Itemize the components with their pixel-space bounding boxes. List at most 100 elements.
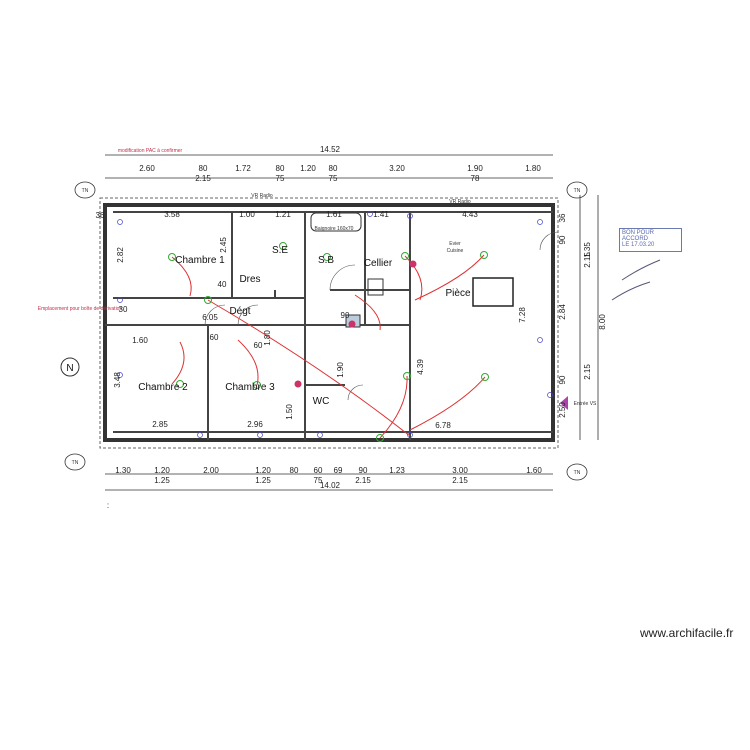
top-dimension: 75	[329, 174, 338, 183]
stray-mark: :	[107, 501, 109, 510]
top-dimension: 1.72	[235, 164, 251, 173]
outlet-icon	[547, 392, 553, 398]
pac-note: modification PAC à confirmer	[118, 148, 183, 154]
socket-icon	[294, 380, 302, 388]
interior-dimension: 1.61	[326, 210, 342, 219]
interior-dimension: 1.50	[285, 404, 294, 420]
top-dimension: 1.80	[525, 164, 541, 173]
bottom-dimension: 1.60	[526, 466, 542, 475]
bottom-dimension: 90	[359, 466, 368, 475]
light-point-icon	[481, 373, 489, 381]
light-point-icon	[401, 252, 409, 260]
axis-label: TN	[574, 470, 581, 476]
outlet-icon	[537, 337, 543, 343]
boiler	[367, 278, 384, 296]
interior-dimension: 6.78	[435, 421, 451, 430]
outer-wall	[103, 203, 555, 442]
bottom-dimension: 2.15	[452, 476, 468, 485]
door-swing	[204, 304, 226, 326]
electric-wire	[171, 256, 192, 297]
stamp-date: LE 17.03.20	[622, 242, 655, 248]
electric-wire	[404, 255, 423, 301]
right-dimension: 2.84	[558, 304, 567, 320]
room-label: WC	[313, 396, 330, 407]
room-label: Chambre 2	[138, 382, 188, 393]
plan-note: VR Radio	[449, 199, 471, 205]
interior-dimension: 36	[96, 211, 105, 220]
interior-dimension: 1.00	[239, 210, 255, 219]
socket-icon	[348, 320, 356, 328]
light-point-icon	[204, 296, 212, 304]
right-dimension: 36	[558, 213, 567, 222]
electric-wire	[379, 375, 408, 439]
axis-marker	[64, 453, 86, 471]
outlet-icon	[197, 432, 203, 438]
plan-note: Cuisine	[447, 248, 464, 254]
electric-wire	[354, 294, 381, 331]
axis-label: TN	[574, 188, 581, 194]
outlet-icon	[117, 297, 123, 303]
light-point-icon	[323, 253, 331, 261]
top-dimension: 80	[276, 164, 285, 173]
outlet-icon	[537, 219, 543, 225]
foundation-outline	[99, 197, 559, 449]
top-dimension: 2.15	[195, 174, 211, 183]
right-dimension: 2.50	[558, 402, 567, 418]
light-point-icon	[403, 372, 411, 380]
axis-label: TN	[82, 188, 89, 194]
electric-wire	[409, 376, 486, 431]
axis-marker	[566, 463, 588, 481]
overall-width-top: 14.52	[320, 145, 341, 154]
room-label: Pièce	[445, 288, 470, 299]
plan-note: Evier	[449, 241, 461, 247]
interior-dimension: 1.21	[275, 210, 291, 219]
room-label: Cellier	[364, 258, 393, 269]
interior-dimension: 2.85	[152, 420, 168, 429]
bottom-dimension: 2.00	[203, 466, 219, 475]
axis-marker	[74, 181, 96, 199]
interior-dimension: 6.05	[202, 313, 218, 322]
top-dimension: 78	[471, 174, 480, 183]
interior-dimension: 60	[254, 341, 263, 350]
bottom-dimension: 1.25	[154, 476, 170, 485]
bottom-dimension: 2.15	[355, 476, 371, 485]
bottom-dimension: 75	[314, 476, 323, 485]
bottom-dimension: 1.20	[154, 466, 170, 475]
room-label: S.E	[272, 245, 288, 256]
bottom-dimension: 60	[314, 466, 323, 475]
entry-arrow-icon	[560, 396, 568, 410]
light-point-icon	[253, 381, 261, 389]
top-dimension: 80	[199, 164, 208, 173]
interior-dimension: 90	[341, 311, 350, 320]
approval-stamp: BON POUR ACCORD LE 17.03.20	[619, 228, 682, 252]
right-dimension: 2.15	[583, 252, 592, 268]
signature	[611, 259, 661, 301]
interior-dimension: 40	[218, 280, 227, 289]
bottom-dimension: 80	[290, 466, 299, 475]
right-dimension: 1.35	[583, 242, 592, 258]
interior-dimension: 7.28	[518, 307, 527, 323]
room-label: Chambre 3	[225, 382, 275, 393]
electric-wire	[207, 299, 411, 437]
light-point-icon	[168, 253, 176, 261]
top-dimension: 1.20	[300, 164, 316, 173]
top-dimension: 3.20	[389, 164, 405, 173]
top-dimension: 80	[329, 164, 338, 173]
north-label: N	[66, 363, 73, 374]
top-dimension: 75	[276, 174, 285, 183]
interior-dimension: 2.45	[219, 237, 228, 253]
outlet-icon	[407, 213, 413, 219]
bottom-dimension: 1.23	[389, 466, 405, 475]
interior-dimension: 4.43	[462, 210, 478, 219]
bottom-dimension: 69	[334, 466, 343, 475]
right-dimension: 90	[558, 375, 567, 384]
axis-label: TN	[72, 460, 79, 466]
door-swing	[329, 264, 356, 291]
bathtub	[310, 212, 362, 232]
right-dimension: 90	[558, 235, 567, 244]
door-swing	[347, 384, 364, 401]
room-label: Dres	[239, 274, 260, 285]
interior-dimension: 1.80	[263, 330, 272, 346]
outlet-icon	[117, 219, 123, 225]
overall-height: 8.00	[598, 314, 607, 330]
